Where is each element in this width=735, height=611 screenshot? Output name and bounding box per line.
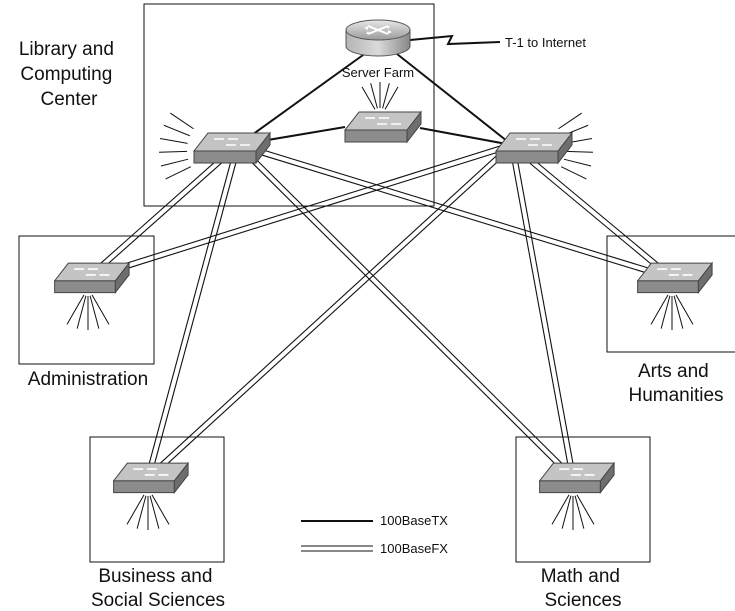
switch-math-port-lines: [551, 494, 595, 530]
t1-internet-link: [409, 34, 501, 46]
library-label: Library and Computing Center: [19, 39, 119, 110]
switch-arts-port-lines: [650, 294, 694, 330]
link-core-switch-right-switch-administration: [87, 141, 513, 282]
arts-label: Arts and Humanities: [628, 361, 723, 406]
switch-administration-port-lines: [66, 294, 110, 330]
math-label: Math and Sciences: [541, 566, 626, 611]
router-icon: [345, 19, 411, 57]
library-box: [143, 3, 435, 207]
port-fan-lines: [66, 82, 694, 530]
switch-business-icon: [112, 461, 190, 495]
legend-solid-label: 100BaseTX: [380, 513, 448, 528]
administration-label: Administration: [28, 369, 148, 390]
link-core-switch-left-switch-administration: [85, 142, 241, 281]
fiber-links: [85, 141, 675, 481]
link-router-core-switch-left: [237, 49, 371, 146]
internet-label: T-1 to Internet: [505, 35, 586, 50]
link-core-switch-right-switch-arts: [509, 142, 675, 281]
server-farm-label: Server Farm: [342, 65, 414, 80]
switch-business-port-lines: [126, 494, 170, 530]
core-switch-left-icon: [192, 131, 272, 165]
link-core-switch-left-switch-business: [144, 144, 242, 479]
link-server-farm-switch-core-switch-right: [419, 127, 513, 146]
math-box: [515, 436, 651, 563]
switch-administration-icon: [53, 261, 131, 295]
link-core-switch-right-switch-business: [145, 142, 515, 481]
link-core-switch-right-switch-math: [508, 144, 577, 479]
server-farm-port-lines: [361, 82, 399, 110]
administration-box: [18, 235, 155, 365]
core-left-port-lines: [159, 112, 194, 180]
link-core-switch-left-switch-arts: [237, 141, 673, 282]
link-router-core-switch-right: [391, 49, 513, 146]
legend: 100BaseTX 100BaseFX: [301, 513, 448, 556]
server-farm-switch-icon: [343, 110, 423, 144]
arts-box: [606, 235, 735, 353]
switches: [53, 110, 714, 495]
business-box: [89, 436, 225, 563]
core-switch-right-icon: [494, 131, 574, 165]
legend-double-label: 100BaseFX: [380, 541, 448, 556]
switch-arts-icon: [636, 261, 714, 295]
business-label: Business and Social Sciences: [91, 566, 225, 611]
link-core-switch-left-switch-math: [235, 142, 576, 481]
switch-math-icon: [538, 461, 616, 495]
